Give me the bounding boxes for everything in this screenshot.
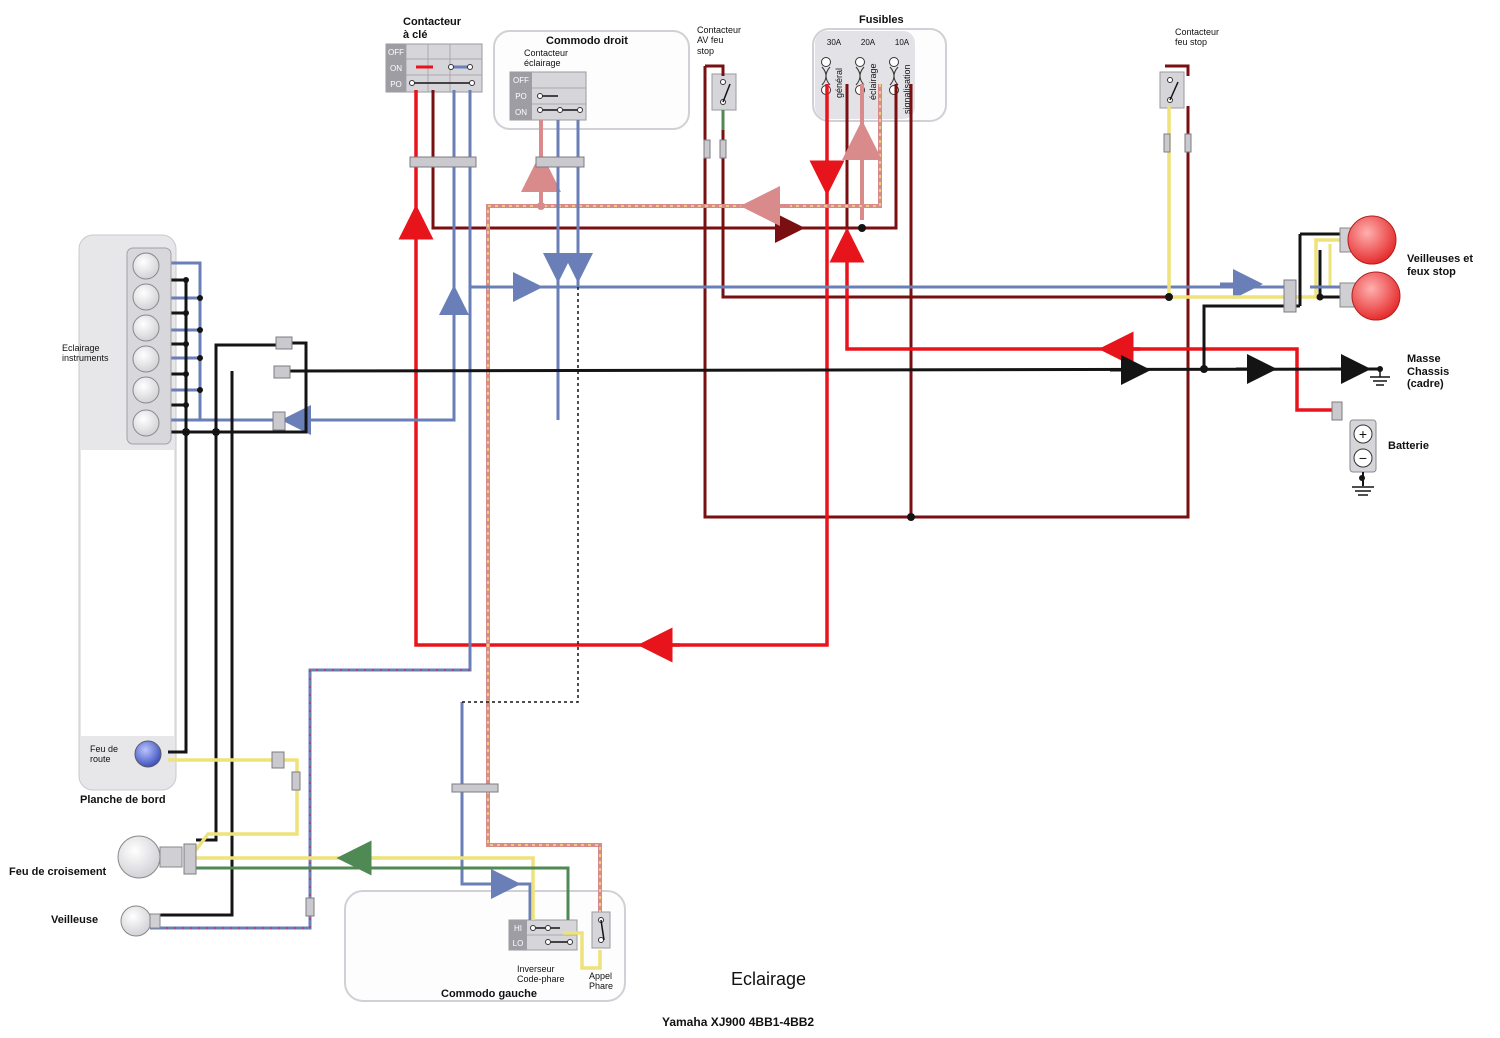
dimmer-switch: HI LO bbox=[508, 919, 578, 951]
light-pos-0: OFF bbox=[513, 76, 529, 85]
connectors bbox=[183, 133, 1343, 917]
wire-blue-dots bbox=[150, 669, 470, 929]
fuse-name-2: signalisation bbox=[902, 64, 912, 114]
key-pos-0: OFF bbox=[388, 48, 404, 57]
commodo-gauche-panel bbox=[344, 890, 626, 1002]
planche-de-bord-inner bbox=[81, 450, 174, 736]
ground-symbol-chassis bbox=[1370, 369, 1390, 386]
label-commodo-droit: Commodo droit bbox=[546, 35, 628, 47]
fuse-rating-1: 20A bbox=[861, 38, 876, 47]
label-feu-de-croisement: Feu de croisement bbox=[9, 866, 107, 878]
key-pos-1: ON bbox=[390, 64, 402, 73]
instrument-bulbs bbox=[126, 247, 172, 445]
veilleuse-stop-bulb-top bbox=[1339, 215, 1397, 265]
wires-yellow bbox=[168, 106, 1340, 970]
appel-phare-switch bbox=[591, 911, 611, 949]
label-veilleuse: Veilleuse bbox=[51, 914, 99, 926]
dimmer-pos-0: HI bbox=[514, 924, 522, 933]
veilleuse-stop-bulb-bottom bbox=[1339, 271, 1401, 321]
fusibles-inner bbox=[815, 31, 915, 119]
dimmer-pos-1: LO bbox=[513, 939, 524, 948]
battery-plus: + bbox=[1359, 426, 1367, 442]
wires-blue bbox=[150, 90, 1290, 930]
wires-green bbox=[196, 110, 725, 920]
battery-minus: − bbox=[1359, 450, 1367, 466]
feu-de-route-bulb bbox=[134, 740, 162, 768]
diagram-subtitle: Yamaha XJ900 4BB1-4BB2 bbox=[662, 1015, 815, 1029]
instrument-bulb-3 bbox=[132, 314, 160, 342]
instrument-bulb-4 bbox=[132, 345, 160, 373]
wires-pink bbox=[486, 84, 882, 912]
rear-stop-switch bbox=[1159, 71, 1185, 109]
lighting-switch: OFF PO ON bbox=[509, 71, 587, 121]
wires-dark-red bbox=[431, 64, 1340, 519]
instrument-bulb-2 bbox=[132, 283, 160, 311]
diagram-title: Eclairage bbox=[731, 969, 807, 989]
fuse-name-0: général bbox=[834, 68, 844, 98]
junctions bbox=[182, 202, 1383, 521]
ground-symbol-battery bbox=[1352, 486, 1374, 496]
front-stop-switch bbox=[711, 73, 737, 111]
veilleuse-bulb bbox=[120, 905, 161, 937]
label-planche-de-bord: Planche de bord bbox=[80, 794, 166, 806]
feu-de-croisement-bulb bbox=[117, 835, 183, 879]
fuse-name-1: éclairage bbox=[868, 63, 878, 100]
label-batterie: Batterie bbox=[1388, 440, 1429, 452]
fuse-rating-0: 30A bbox=[827, 38, 842, 47]
battery: + − bbox=[1349, 419, 1377, 486]
instrument-bulb-5 bbox=[132, 376, 160, 404]
light-pos-1: PO bbox=[515, 92, 527, 101]
key-pos-2: PO bbox=[390, 80, 402, 89]
label-fusibles: Fusibles bbox=[859, 14, 904, 26]
light-pos-2: ON bbox=[515, 108, 527, 117]
fuse-rating-2: 10A bbox=[895, 38, 910, 47]
wires-black bbox=[150, 278, 1381, 917]
label-commodo-gauche: Commodo gauche bbox=[441, 988, 537, 1000]
instrument-bulb-6 bbox=[132, 409, 160, 437]
key-switch: OFF ON PO bbox=[385, 43, 483, 93]
instrument-bulb-1 bbox=[132, 252, 160, 280]
wire-blue-black-dash bbox=[462, 287, 579, 703]
wires-red bbox=[414, 84, 1340, 647]
